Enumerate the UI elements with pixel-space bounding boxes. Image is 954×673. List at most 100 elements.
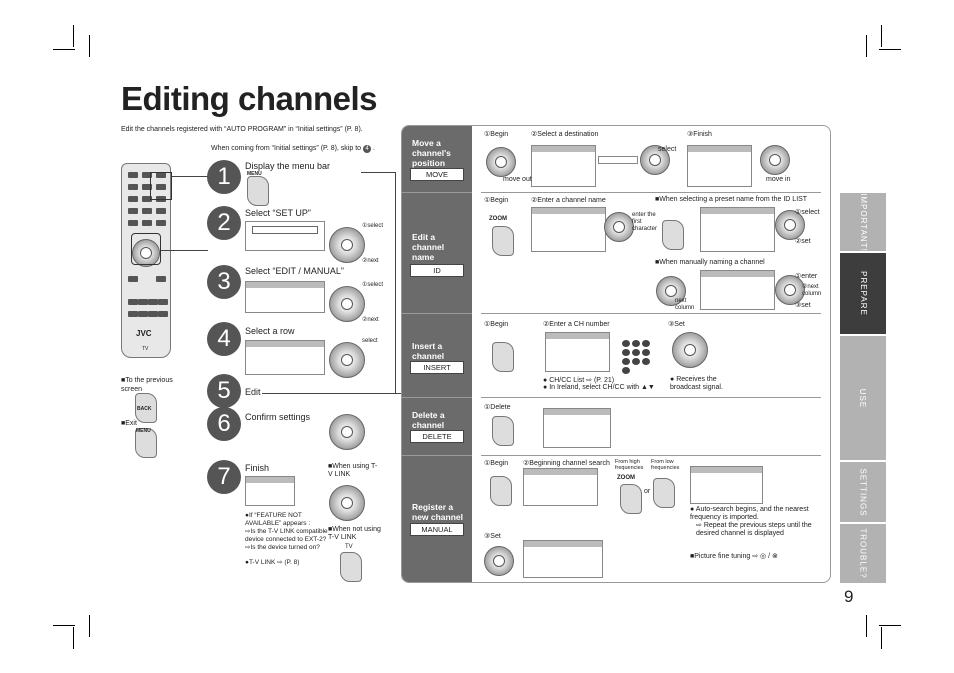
step-number-7: 7 [207, 460, 241, 494]
move-finish: ③Finish [687, 131, 712, 138]
page-title: Editing channels [121, 80, 378, 117]
register-or: or [644, 488, 651, 495]
id-button-hand [662, 220, 684, 250]
insert-enter-ch: ②Enter a CH number [543, 321, 610, 328]
dpad-icon [640, 145, 670, 175]
step-number-1: 1 [207, 160, 241, 194]
section-insert-mode: INSERT [410, 361, 464, 374]
intro-line-2: When coming from “Initial settings” (P. … [211, 145, 375, 153]
zoom-button-hand [620, 484, 642, 514]
remote-button [156, 276, 166, 282]
section-separator [481, 313, 821, 314]
dpad-icon [329, 227, 365, 263]
section-edit-mode: ID [410, 264, 464, 277]
step-4-screen [245, 340, 325, 375]
tab-trouble[interactable]: TROUBLE? [840, 524, 886, 583]
dpad-icon [484, 546, 514, 576]
remote-button [156, 208, 166, 214]
crop-mark [866, 615, 867, 637]
edit-enter1: ①enter [795, 273, 818, 280]
connector-line [172, 176, 208, 177]
register-search: ②Beginning channel search [523, 460, 610, 467]
step-7-label: Finish [245, 463, 270, 473]
remote-button [128, 184, 138, 190]
remote-button [138, 299, 148, 305]
dpad-icon [775, 210, 805, 240]
insert-screen [545, 332, 610, 372]
crop-mark [73, 25, 74, 47]
section-delete-title: Delete a channel [412, 410, 445, 430]
skip-step-badge: 4 [363, 145, 371, 153]
register-fine: ■Picture fine tuning ⇨ ◎ / ⊗ [690, 553, 778, 560]
move-begin: ①Begin [484, 131, 509, 138]
crop-mark [879, 625, 901, 626]
remote-button [142, 172, 152, 178]
insert-button-hand [653, 478, 675, 508]
move-screen-1 [531, 145, 596, 187]
dpad-icon [672, 332, 708, 368]
remote-button [158, 299, 168, 305]
crop-mark [866, 35, 867, 57]
register-zoom: ZOOM [617, 475, 635, 481]
crop-mark [89, 35, 90, 57]
step-1-label: Display the menu bar [245, 161, 331, 171]
step-2-next: ②next [362, 258, 379, 264]
edit-screen-2 [700, 207, 775, 252]
step-2-screen [245, 221, 325, 251]
register-screen-3 [523, 540, 603, 578]
panel-sidebar [402, 126, 472, 582]
edit-manual-name: ■When manually naming a channel [655, 259, 765, 266]
remote-dpad [132, 239, 160, 267]
register-screen-2 [690, 466, 763, 504]
crop-mark [89, 615, 90, 637]
edit-next-col2: ②next column [802, 284, 822, 297]
move-out: move out [503, 176, 532, 183]
editing-panel [401, 125, 831, 583]
connector-line [361, 172, 396, 173]
insert-begin: ①Begin [484, 321, 509, 328]
step-5-label: Edit [245, 387, 261, 397]
section-register-title: Register a new channel [412, 502, 464, 522]
manual-button-hand [490, 476, 512, 506]
edit-select1: ①select [795, 209, 820, 216]
move-select: select [658, 146, 677, 153]
dpad-icon [604, 212, 634, 242]
dpad-icon [329, 414, 365, 450]
crop-mark [879, 49, 901, 50]
tvlink-reference: ●T-V LINK ⇨ (P. 8) [245, 559, 300, 566]
insert-ireland: ● In Ireland, select CH/CC with ▲▼ [543, 384, 655, 391]
register-auto: ● Auto-search begins, and the nearest fr… [690, 506, 809, 521]
prev-screen-note: ■To the previous screen [121, 377, 173, 393]
connector-line [161, 250, 208, 251]
dpad-icon [329, 342, 365, 378]
step-2-select: ①select [362, 223, 384, 229]
tab-settings[interactable]: SETTINGS [840, 462, 886, 522]
section-separator [481, 192, 821, 193]
edit-next-column: next column [675, 298, 695, 311]
tab-prepare[interactable]: PREPARE [840, 253, 886, 334]
tab-use[interactable]: USE [840, 336, 886, 460]
tv-label: TV [345, 544, 353, 550]
step-number-3: 3 [207, 265, 241, 299]
move-dest: ②Select a destination [531, 131, 599, 138]
remote-button [138, 311, 148, 317]
tab-important[interactable]: IMPORTANT! [840, 193, 886, 251]
crop-mark [73, 627, 74, 649]
step-number-6: 6 [207, 407, 241, 441]
section-register-mode: MANUAL [410, 523, 464, 536]
edit-screen-1 [531, 207, 606, 252]
step-1-button: MENU [247, 171, 262, 177]
number-keypad [622, 340, 650, 374]
feature-not-available-note: ●If “FEATURE NOT AVAILABLE” appears :⇨Is… [245, 512, 328, 551]
panel-separator [402, 397, 472, 398]
edit-set3: ③set [795, 302, 811, 309]
remote-button [148, 311, 158, 317]
register-screen-1 [523, 468, 598, 506]
edit-id-list: ■When selecting a preset name from the I… [655, 196, 808, 203]
section-move-title: Move a channel's position [412, 138, 451, 168]
zoom-button-hand [492, 226, 514, 256]
remote-tv-label: TV [142, 346, 149, 352]
remote-button [158, 311, 168, 317]
when-using-tvlink: ■When using T-V LINK [328, 463, 378, 478]
remote-button [148, 299, 158, 305]
